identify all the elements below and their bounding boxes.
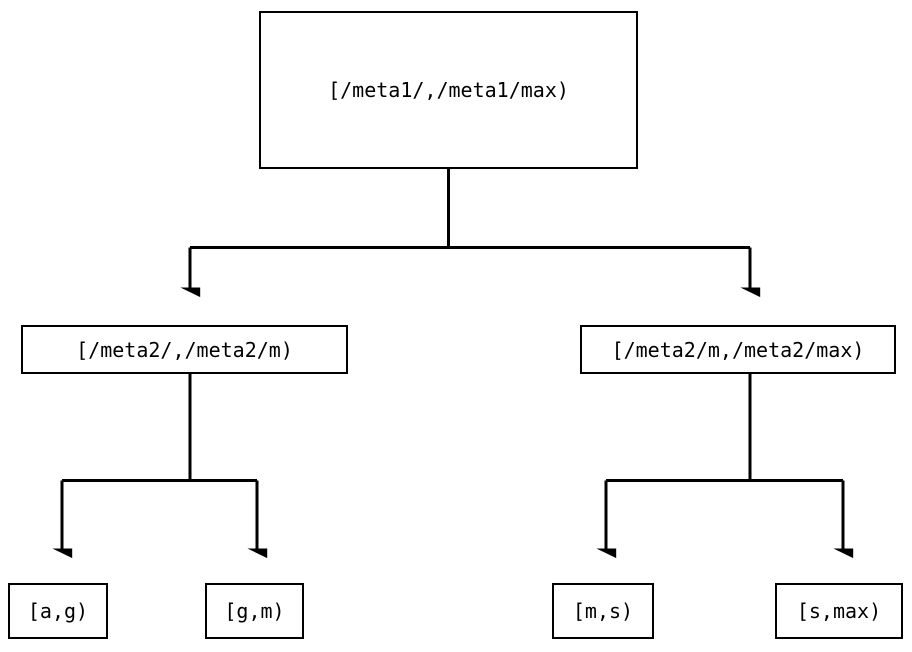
tree-node-mid-right[interactable]: [/meta2/m,/meta2/max): [580, 325, 896, 374]
tree-node-mid-right-label: [/meta2/m,/meta2/max): [611, 337, 865, 362]
tree-node-leaf-ms-label: [m,s): [572, 599, 634, 623]
tree-node-mid-left-label: [/meta2/,/meta2/m): [76, 337, 293, 362]
tree-node-leaf-gm-label: [g,m): [224, 599, 285, 623]
tree-node-root[interactable]: [/meta1/,/meta1/max): [259, 11, 638, 169]
tree-node-mid-left[interactable]: [/meta2/,/meta2/m): [21, 325, 348, 374]
tree-node-leaf-ms[interactable]: [m,s): [552, 583, 654, 639]
tree-node-leaf-gm[interactable]: [g,m): [205, 583, 304, 639]
tree-node-leaf-smax-label: [s,max): [796, 599, 882, 623]
tree-node-root-label: [/meta1/,/meta1/max): [328, 78, 569, 102]
tree-node-leaf-ag[interactable]: [a,g): [8, 583, 108, 639]
tree-node-leaf-ag-label: [a,g): [27, 599, 89, 623]
tree-node-leaf-smax[interactable]: [s,max): [775, 583, 903, 639]
